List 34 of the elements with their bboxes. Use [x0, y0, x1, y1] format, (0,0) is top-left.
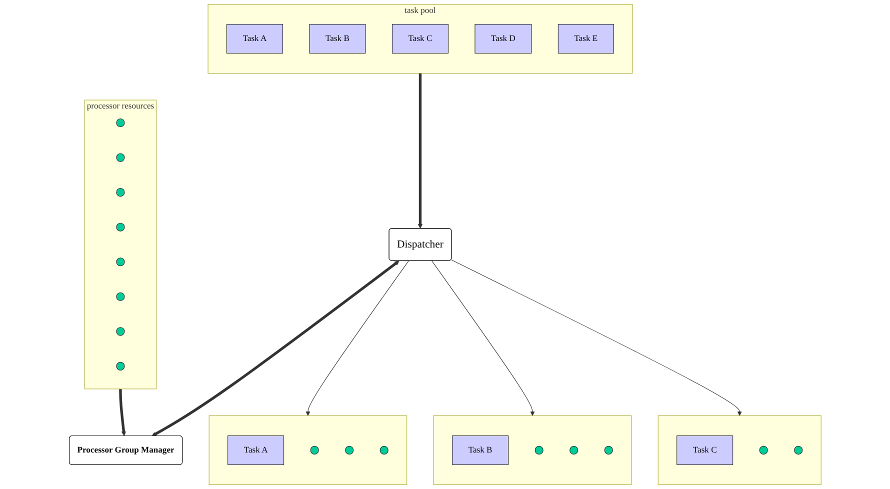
- node-circle: [116, 258, 125, 266]
- cluster: [658, 415, 822, 485]
- arrow: [305, 260, 409, 416]
- arrow: [152, 260, 400, 436]
- node-box: Task C: [676, 435, 733, 465]
- node-circle: [604, 446, 613, 454]
- cluster: [208, 415, 407, 485]
- arrow: [431, 260, 535, 416]
- node-box: Task A: [226, 24, 283, 54]
- node-circle: [310, 446, 319, 454]
- node-circle: [344, 446, 354, 454]
- cluster: [433, 415, 632, 485]
- node-circle: [569, 446, 578, 454]
- node-circle: [380, 446, 388, 454]
- node-circle: [534, 446, 544, 454]
- node-circle: [116, 222, 125, 232]
- node-box: Task B: [309, 24, 366, 54]
- node-circle: [116, 188, 125, 197]
- node-circle: [116, 292, 125, 301]
- node-circle: [116, 118, 125, 128]
- node-box: Task C: [392, 24, 448, 54]
- node-circle: [116, 153, 125, 162]
- node-circle: [116, 362, 125, 370]
- arrow: [118, 388, 126, 436]
- node-box: Task B: [452, 435, 508, 465]
- node-box: Task D: [474, 24, 532, 54]
- arrow: [450, 260, 742, 416]
- node-circle: [116, 327, 125, 336]
- arrow: [418, 73, 422, 229]
- node-circle: [794, 446, 802, 454]
- cluster: processor resources: [84, 100, 156, 390]
- node-circle: [759, 446, 768, 454]
- node-box: Task E: [558, 24, 614, 54]
- node-box: Task A: [227, 435, 284, 465]
